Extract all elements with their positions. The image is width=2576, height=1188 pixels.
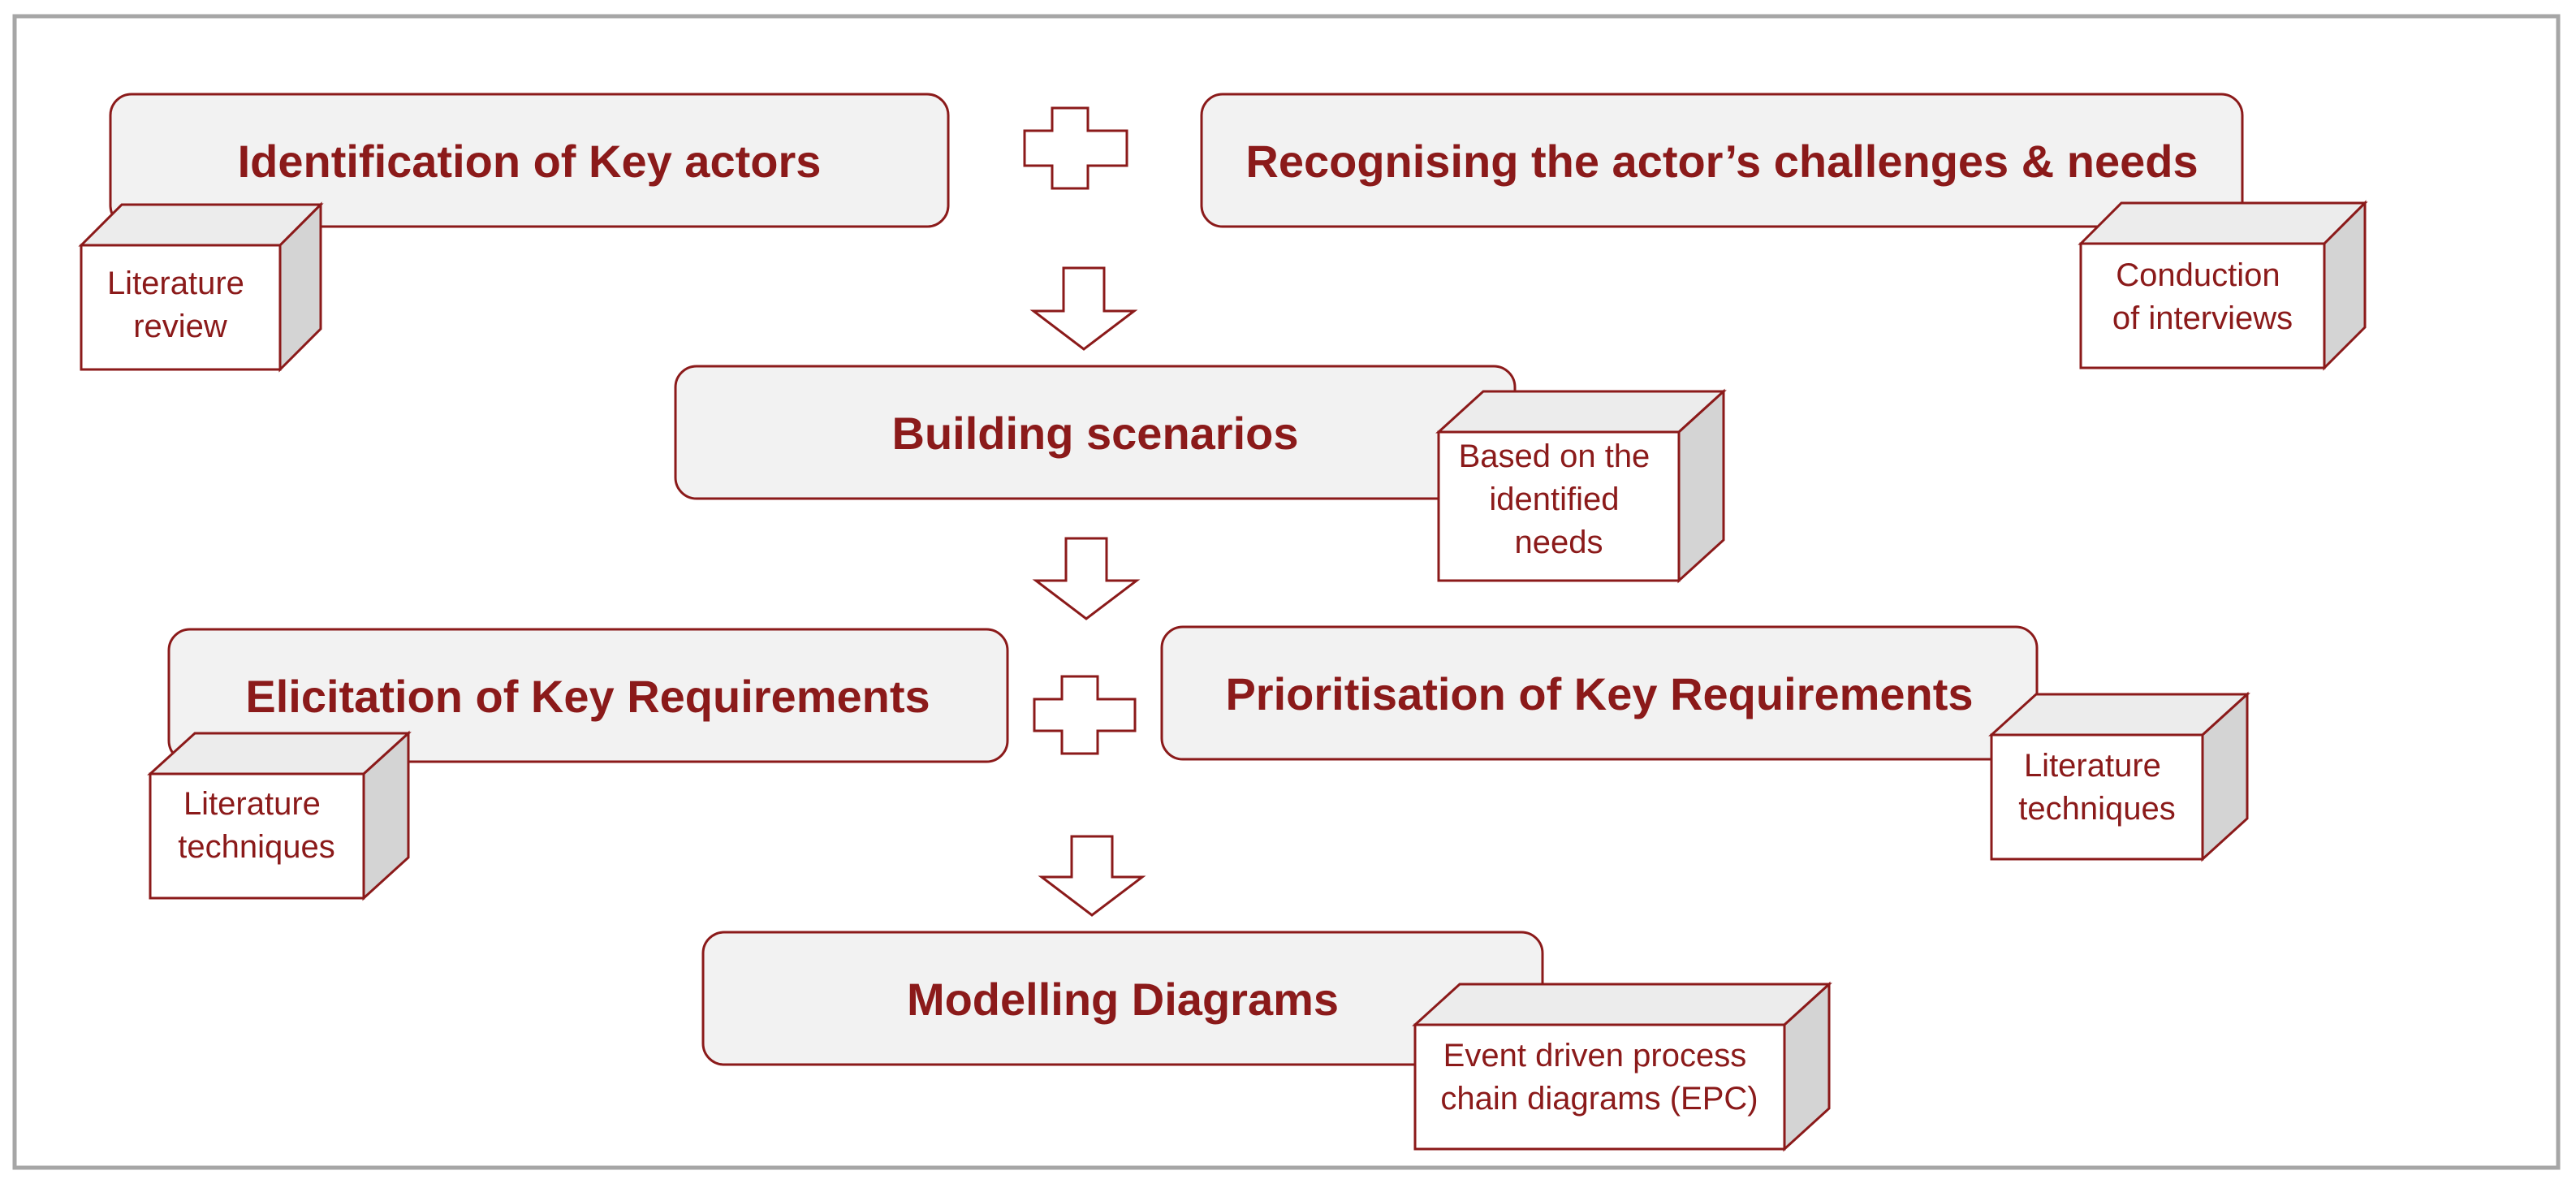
stage-elicitation-label: Elicitation of Key Requirements bbox=[245, 671, 930, 722]
svg-text:Literature techniques: Literature techniques bbox=[2018, 748, 2175, 827]
note-epc: Event driven process chain diagrams (EPC… bbox=[1412, 981, 1832, 1152]
note-literature-techniques-right: Literature techniques bbox=[1988, 691, 2250, 862]
svg-text:Literature techniques: Literature techniques bbox=[178, 786, 334, 865]
stage-identification: Identification of Key actors bbox=[109, 93, 950, 228]
note-line: chain diagrams (EPC) bbox=[1440, 1081, 1758, 1117]
down-arrow-icon bbox=[1032, 537, 1141, 620]
note-line: Literature bbox=[107, 266, 244, 301]
stage-modelling: Modelling Diagrams bbox=[701, 931, 1544, 1066]
note-line: review bbox=[133, 309, 227, 344]
stage-prioritisation: Prioritisation of Key Requirements bbox=[1160, 625, 2039, 761]
note-line: needs bbox=[1515, 525, 1603, 560]
stage-building-label: Building scenarios bbox=[892, 408, 1299, 459]
stage-elicitation: Elicitation of Key Requirements bbox=[167, 628, 1009, 763]
svg-text:Event driven process cha: Event driven process chain diagrams (EPC… bbox=[1440, 1038, 1758, 1117]
plus-icon bbox=[1023, 106, 1128, 190]
note-conduction-interviews: Conduction of interviews bbox=[2078, 200, 2368, 371]
svg-text:Conduction of interviews: Conduction of interviews bbox=[2112, 257, 2293, 336]
note-line: Conduction bbox=[2116, 257, 2280, 293]
note-line: identified bbox=[1489, 482, 1619, 517]
note-literature-techniques-left: Literature techniques bbox=[147, 730, 412, 901]
note-literature-review: Literature review bbox=[78, 201, 324, 373]
down-arrow-icon bbox=[1038, 835, 1146, 917]
plus-icon bbox=[1033, 675, 1137, 755]
note-identified-needs: Based on the identified needs bbox=[1435, 388, 1727, 584]
note-line: Literature bbox=[2024, 748, 2161, 784]
stage-recognising-label: Recognising the actor’s challenges & nee… bbox=[1245, 136, 2198, 187]
stage-building: Building scenarios bbox=[674, 365, 1517, 500]
down-arrow-icon bbox=[1029, 266, 1138, 351]
note-line: Event driven process bbox=[1443, 1038, 1747, 1074]
stage-modelling-label: Modelling Diagrams bbox=[907, 974, 1339, 1025]
note-line: techniques bbox=[2018, 791, 2175, 827]
note-line: of interviews bbox=[2112, 300, 2293, 336]
note-line: Literature bbox=[183, 786, 321, 822]
note-line: techniques bbox=[178, 829, 334, 865]
stage-identification-label: Identification of Key actors bbox=[238, 136, 822, 187]
svg-text:Literature review: Literature review bbox=[107, 266, 253, 344]
stage-recognising: Recognising the actor’s challenges & nee… bbox=[1200, 93, 2244, 228]
svg-text:Based on the identified: Based on the identified needs bbox=[1459, 438, 1659, 560]
note-line: Based on the bbox=[1459, 438, 1650, 474]
stage-prioritisation-label: Prioritisation of Key Requirements bbox=[1225, 668, 1973, 719]
